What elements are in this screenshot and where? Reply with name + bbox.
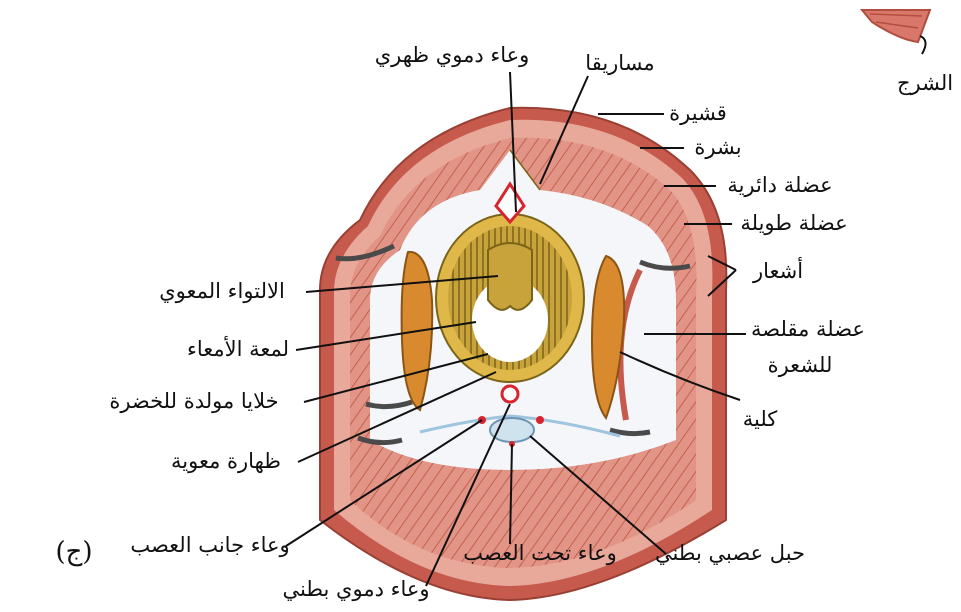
label-setal-retractor-1: عضلة مقلصة (751, 317, 865, 341)
label-dorsal-vessel: وعاء دموي ظهري (375, 43, 530, 68)
label-anus: الشرج (897, 71, 953, 96)
anus-segment (862, 10, 930, 42)
ventral-nerve-cord (490, 418, 534, 442)
label-ventral-vessel: وعاء دموي بطني (282, 577, 429, 602)
label-nephridium: كلية (743, 407, 778, 431)
panel-label: (ج) (55, 537, 92, 567)
label-epithelium: ظهارة معوية (171, 449, 281, 474)
label-chloragogen: خلايا مولدة للخضرة (109, 389, 278, 414)
lateral-neural-vessel-right (536, 416, 544, 424)
label-typhlosole: الالتواء المعوي (159, 279, 285, 304)
label-subneural-vessel: وعاء تحت العصب (463, 541, 617, 566)
leader-anus (920, 36, 926, 54)
ventral-blood-vessel (502, 386, 518, 402)
label-cuticle: قشيرة (669, 101, 727, 126)
label-lumen: لمعة الأمعاء (187, 335, 289, 361)
label-epidermis: بشرة (694, 135, 741, 160)
label-lateral-vessel: وعاء جانب العصب (130, 533, 289, 558)
label-setal-retractor-2: للشعرة (768, 353, 833, 378)
label-nerve-cord: حبل عصبي بطني (655, 541, 805, 565)
label-mesentery: مساريقا (585, 51, 654, 76)
label-circular-muscle: عضلة دائرية (727, 173, 832, 198)
label-longitudinal-muscle: عضلة طويلة (740, 211, 847, 236)
label-setae: أشعار (752, 256, 803, 284)
